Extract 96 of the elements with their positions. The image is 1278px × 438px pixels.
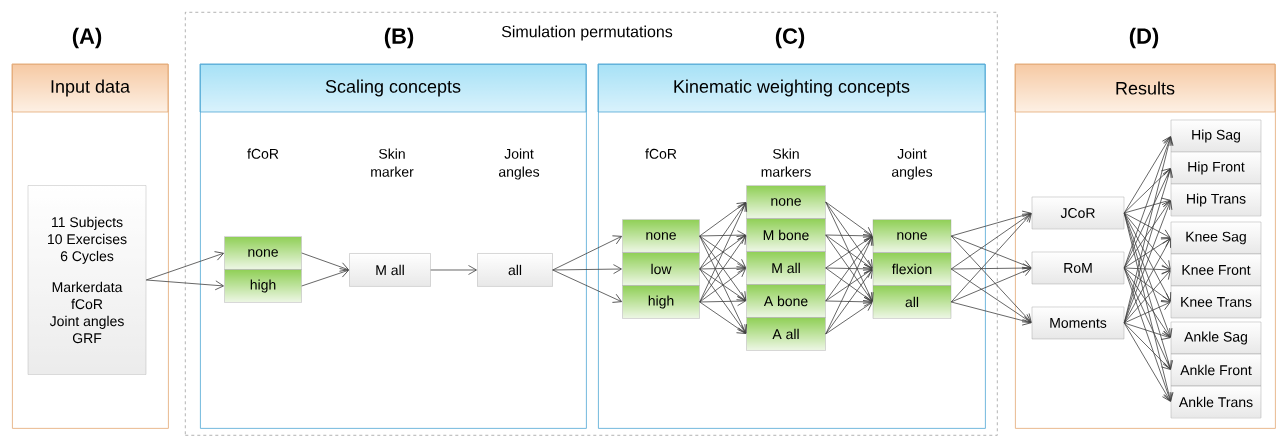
arrow: [430, 265, 477, 275]
arrow: [825, 302, 873, 335]
process-box: Ankle Trans: [1170, 385, 1262, 419]
column-heading: fCoR: [247, 148, 279, 159]
arrow: [950, 213, 1032, 270]
arrow: [825, 201, 873, 236]
option-box: high: [224, 269, 302, 303]
column-heading: fCoR: [645, 148, 677, 159]
option-box: none: [224, 236, 302, 270]
arrow: [950, 213, 1032, 303]
arrow: [1123, 267, 1171, 338]
arrow: [1123, 238, 1171, 324]
arrow: [950, 266, 1032, 303]
arrow: [950, 268, 1032, 323]
option-box: A all: [746, 317, 826, 351]
arrow: [950, 301, 1032, 326]
column-heading: Skin markers: [761, 148, 811, 177]
arrow: [699, 268, 747, 334]
option-box: flexion: [872, 252, 952, 286]
panel-letter: (A): [72, 27, 102, 49]
arrow: [552, 235, 622, 271]
arrow: [825, 201, 874, 302]
column-heading: Joint angles: [499, 148, 540, 180]
arrow: [145, 251, 224, 281]
process-box: Knee Trans: [1170, 285, 1262, 319]
arrow: [699, 301, 747, 334]
arrow: [699, 202, 748, 303]
arrow: [1123, 322, 1171, 402]
arrow: [1123, 267, 1172, 370]
arrow: [825, 236, 874, 335]
arrow: [950, 263, 1032, 273]
arrow: [1123, 200, 1171, 269]
option-box: all: [872, 285, 952, 319]
arrow: [1123, 212, 1174, 402]
arrow: [825, 269, 873, 335]
process-box: JCoR: [1031, 196, 1125, 230]
arrow: [1123, 136, 1173, 269]
arrow: [1123, 267, 1171, 302]
arrow: [301, 252, 349, 272]
process-box: Hip Front: [1170, 151, 1262, 185]
option-box: M bone: [746, 218, 826, 252]
option-box: A bone: [746, 284, 826, 318]
arrow: [699, 235, 747, 334]
option-box: high: [622, 285, 700, 319]
arrow: [699, 202, 747, 237]
option-box: none: [746, 185, 826, 219]
process-box: Knee Sag: [1170, 221, 1262, 255]
option-box: none: [622, 219, 700, 253]
process-box: Hip Trans: [1170, 183, 1262, 217]
arrow: [1123, 322, 1171, 340]
panel-letter: (D): [1129, 27, 1159, 49]
input-box: 11 Subjects 10 Exercises 6 Cycles Markerdata fCoR Joint angles GRF: [27, 185, 147, 375]
arrow: [950, 235, 1032, 270]
arrow: [950, 235, 1032, 323]
panel-letter: (B): [384, 27, 414, 49]
arrow: [1123, 212, 1172, 302]
arrow: [1123, 264, 1171, 275]
arrow: [1123, 168, 1171, 214]
column-heading: Joint angles: [891, 148, 933, 180]
arrow: [552, 269, 622, 303]
arrow: [301, 268, 349, 287]
arrow: [699, 230, 746, 241]
arrow: [699, 263, 746, 274]
arrow: [825, 296, 873, 307]
process-box: Ankle Sag: [1170, 321, 1262, 355]
process-box: M all: [349, 253, 431, 287]
process-box: Ankle Front: [1170, 353, 1262, 387]
process-box: RoM: [1031, 251, 1125, 285]
arrow: [1123, 136, 1171, 214]
arrow: [825, 201, 873, 269]
column-heading: Skin marker: [371, 148, 414, 177]
arrow: [552, 264, 622, 274]
arrow: [699, 296, 746, 307]
process-box: Hip Sag: [1170, 119, 1262, 153]
arrow: [1123, 212, 1173, 370]
arrow: [1123, 322, 1171, 370]
arrow: [825, 263, 873, 274]
arrow: [1123, 212, 1171, 239]
option-box: low: [622, 252, 700, 286]
arrow: [1123, 200, 1173, 324]
option-box: none: [872, 219, 952, 253]
arrow: [1123, 238, 1171, 269]
arrow: [1123, 197, 1171, 214]
process-box: all: [477, 253, 553, 287]
arrow: [1123, 212, 1171, 270]
arrow: [1123, 267, 1173, 402]
arrow: [1123, 270, 1171, 324]
process-box: Knee Front: [1170, 253, 1262, 287]
arrow: [825, 230, 873, 241]
arrow: [950, 210, 1032, 237]
panel-letter: (C): [775, 27, 805, 49]
arrow: [145, 279, 224, 291]
option-box: M all: [746, 251, 826, 285]
arrow: [1123, 301, 1171, 324]
arrow: [699, 202, 747, 270]
process-box: Moments: [1031, 306, 1125, 340]
